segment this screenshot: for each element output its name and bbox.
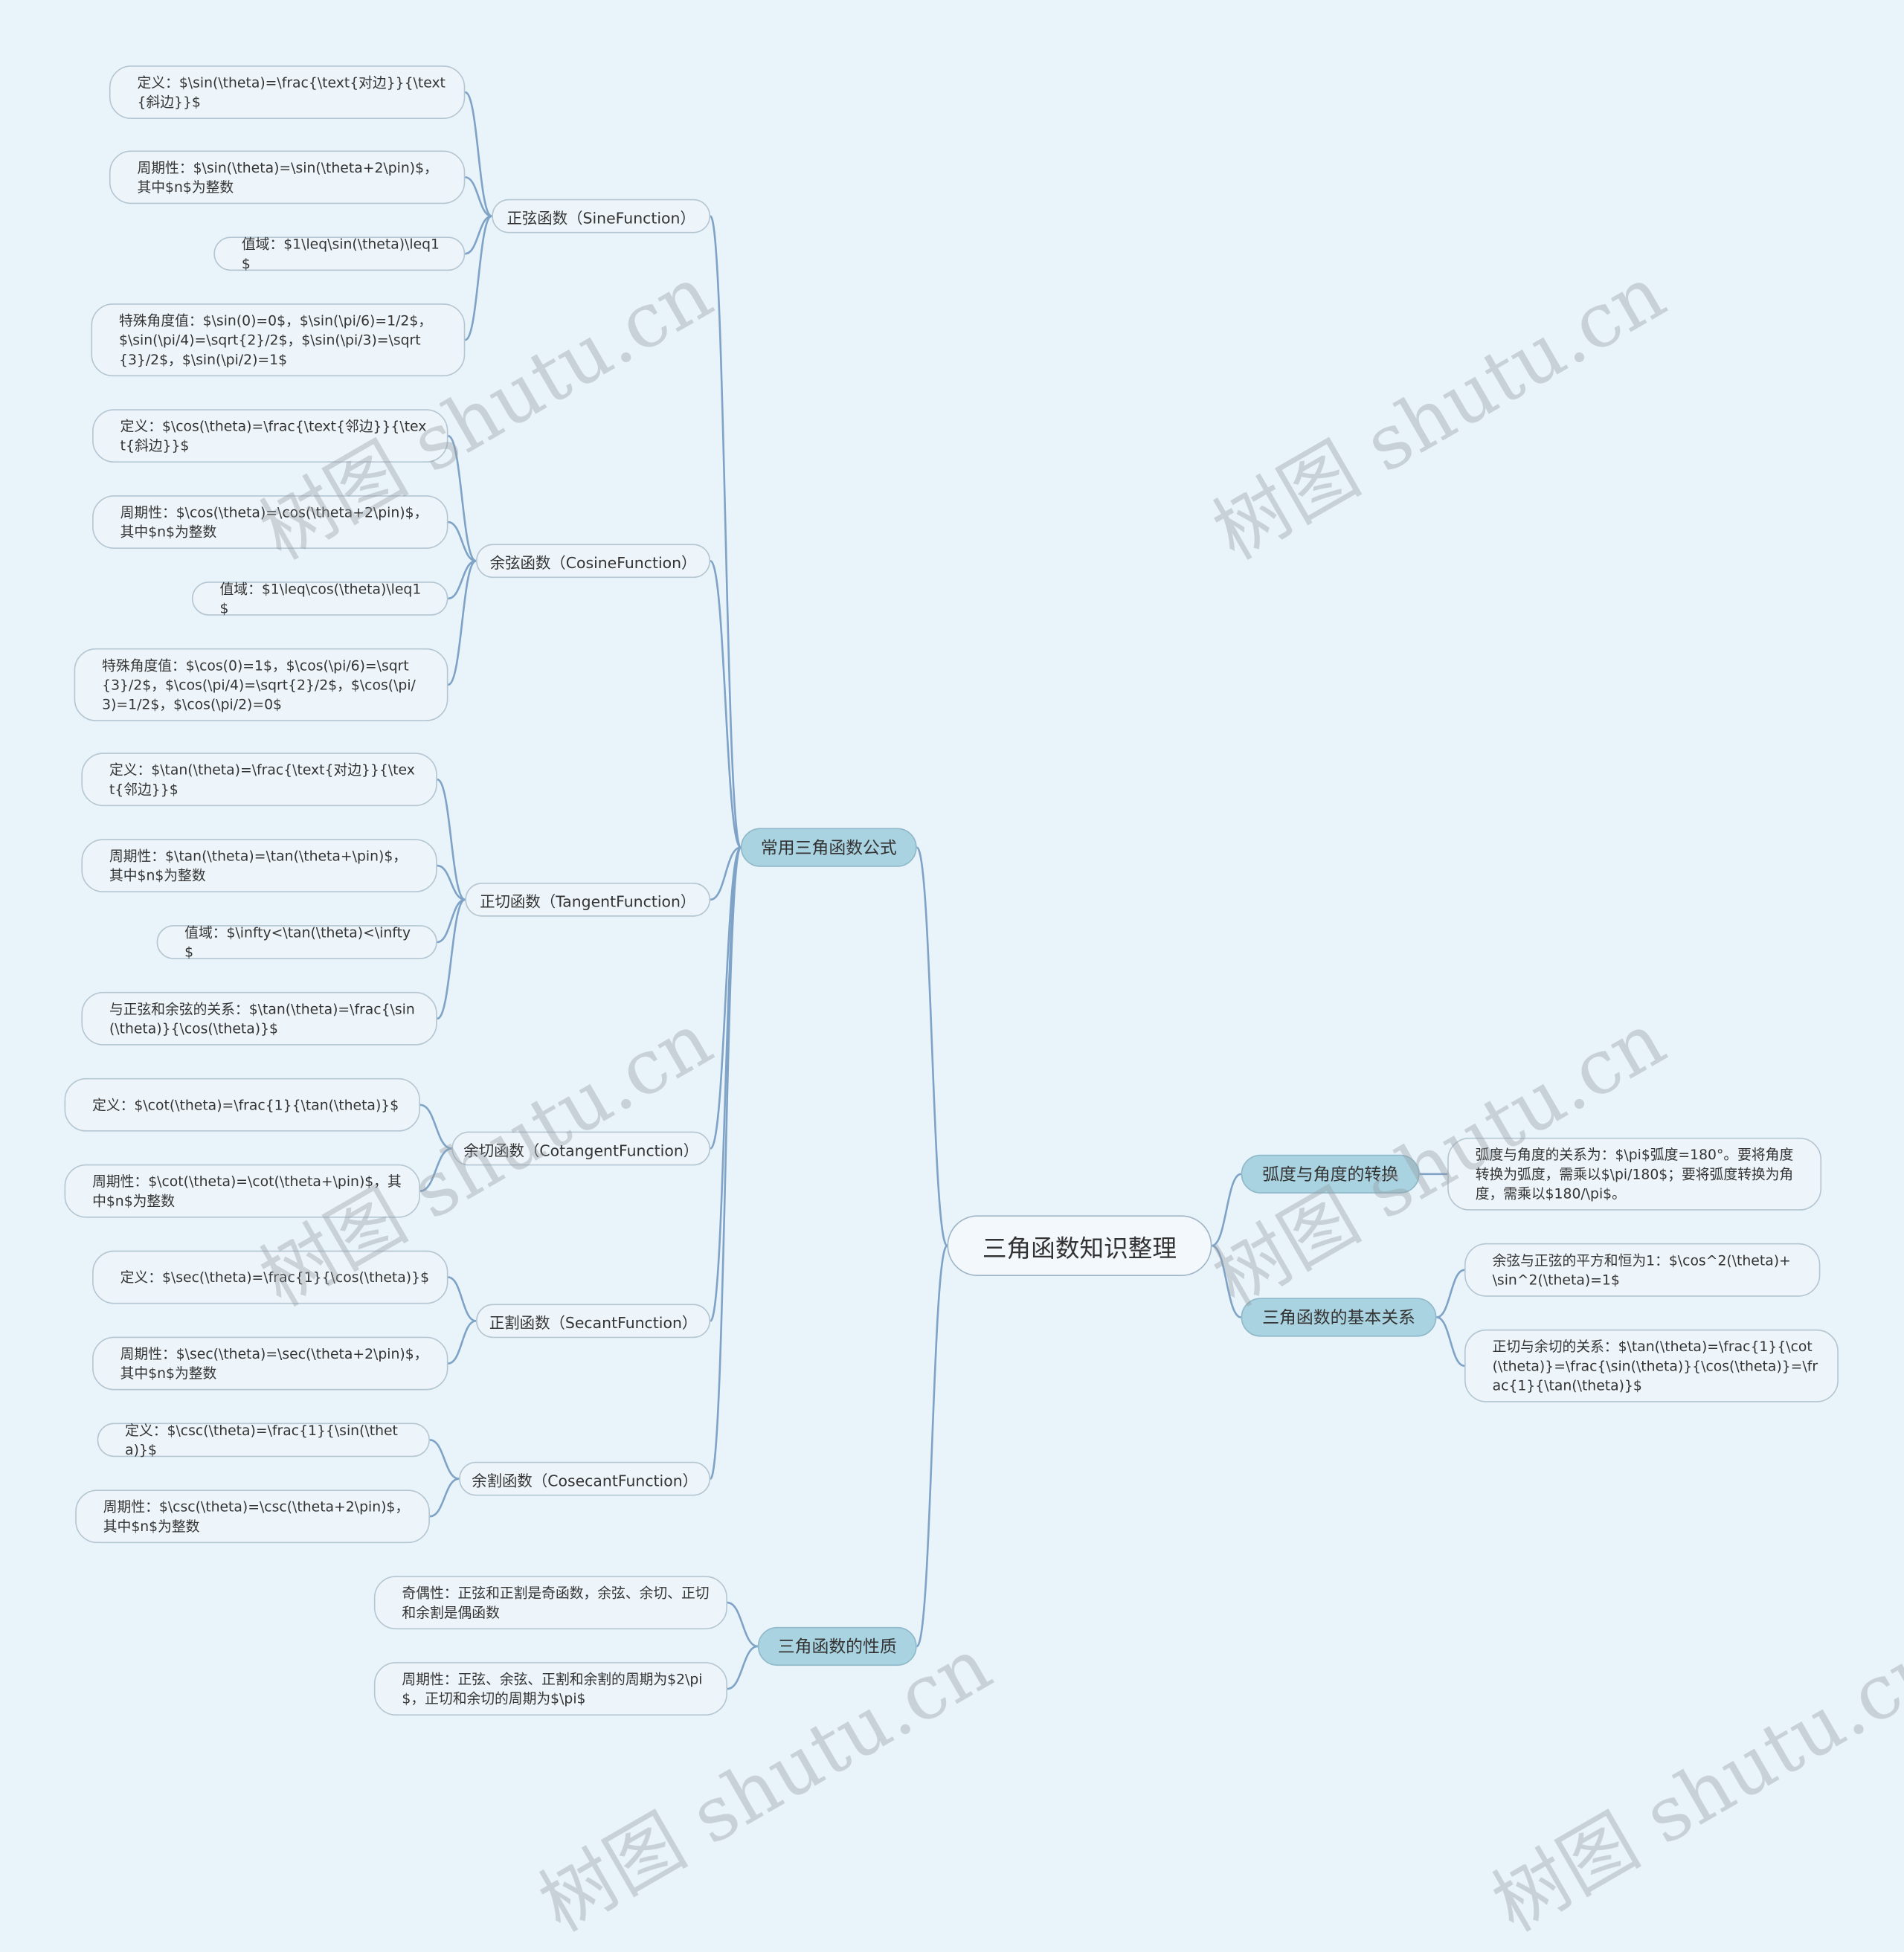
cosecant-period[interactable]: 周期性：$\csc(\theta)=\csc(\theta+2\pin)$，其中…	[75, 1489, 430, 1544]
connector-line	[1211, 1173, 1242, 1247]
connector-line	[465, 215, 492, 255]
cosecant-definition[interactable]: 定义：$\csc(\theta)=\frac{1}{\sin(\theta)}$	[97, 1422, 430, 1458]
cosecant-function-node[interactable]: 余割函数（CosecantFunction）	[459, 1461, 711, 1496]
connector-line	[437, 778, 466, 901]
connector-line	[437, 898, 466, 1020]
connector-line	[447, 434, 477, 562]
tangent-definition[interactable]: 定义：$\tan(\theta)=\frac{\text{对边}}{\text{…	[81, 753, 437, 807]
conversion-detail[interactable]: 弧度与角度的关系为：$\pi$弧度=180°。要将角度转换为弧度，需乘以$\pi…	[1447, 1137, 1822, 1211]
connector-line	[447, 560, 477, 686]
sine-definition[interactable]: 定义：$\sin(\theta)=\frac{\text{对边}}{\text{…	[109, 65, 466, 120]
parity-property[interactable]: 奇偶性：正弦和正割是奇函数，余弦、余切、正切和余割是偶函数	[373, 1576, 727, 1630]
tangent-period[interactable]: 周期性：$\tan(\theta)=\tan(\theta+\pin)$，其中$…	[81, 839, 437, 893]
cosine-range[interactable]: 值域：$1\leq\cos(\theta)\leq1$	[191, 580, 448, 616]
mind-map: 三角函数知识整理 常用三角函数公式 三角函数的性质 弧度与角度的转换 三角函数的…	[64, 65, 1904, 1949]
connector-line	[419, 1147, 452, 1192]
connector-lines	[419, 91, 1465, 1690]
connector-line	[448, 1276, 477, 1322]
root-node[interactable]: 三角函数知识整理	[947, 1215, 1212, 1276]
secant-period[interactable]: 周期性：$\sec(\theta)=\sec(\theta+2\pin)$，其中…	[92, 1336, 448, 1391]
secant-function-node[interactable]: 正割函数（SecantFunction）	[476, 1304, 711, 1339]
sine-special-values[interactable]: 特殊角度值：$\sin(0)=0$，$\sin(\pi/6)=1/2$，$\si…	[91, 303, 466, 377]
connector-line	[437, 864, 466, 901]
tangent-relation[interactable]: 与正弦和余弦的关系：$\tan(\theta)=\frac{\sin(\thet…	[81, 991, 437, 1046]
cotangent-period[interactable]: 周期性：$\cot(\theta)=\cot(\theta+\pin)$，其中$…	[64, 1164, 420, 1218]
connector-line	[709, 846, 742, 1322]
connector-line	[464, 176, 492, 217]
connector-line	[448, 521, 477, 562]
connector-line	[916, 1244, 948, 1648]
cotangent-definition[interactable]: 定义：$\cot(\theta)=\frac{1}{\tan(\theta)}$	[64, 1078, 420, 1132]
connector-line	[429, 1439, 460, 1480]
connector-line	[1436, 1316, 1465, 1368]
sine-function-node[interactable]: 正弦函数（SineFunction）	[492, 199, 711, 233]
cotangent-function-node[interactable]: 余切函数（CotangentFunction）	[451, 1131, 711, 1166]
branch-conversion[interactable]: 弧度与角度的转换	[1241, 1154, 1420, 1194]
cosine-special-values[interactable]: 特殊角度值：$\cos(0)=1$，$\cos(\pi/6)=\sqrt{3}/…	[74, 648, 448, 721]
connector-line	[448, 560, 477, 600]
connector-line	[464, 91, 492, 217]
connector-line	[710, 846, 742, 901]
connector-line	[727, 1645, 759, 1690]
connector-line	[916, 846, 948, 1247]
sine-period[interactable]: 周期性：$\sin(\theta)=\sin(\theta+2\pin)$，其中…	[109, 150, 466, 204]
connector-line	[429, 1478, 460, 1518]
tangent-function-node[interactable]: 正切函数（TangentFunction）	[465, 882, 711, 917]
connector-line	[709, 846, 742, 1150]
connector-line	[1211, 1244, 1242, 1318]
connector-line	[709, 215, 742, 848]
secant-definition[interactable]: 定义：$\sec(\theta)=\frac{1}{\cos(\theta)}$	[92, 1250, 448, 1304]
sine-range[interactable]: 值域：$1\leq\sin(\theta)\leq1$	[213, 236, 466, 272]
connector-line	[709, 560, 742, 848]
connector-line	[437, 898, 466, 944]
connector-line	[464, 215, 492, 341]
periodicity-property[interactable]: 周期性：正弦、余弦、正割和余割的周期为$2\pi$，正切和余切的周期为$\pi$	[373, 1662, 727, 1716]
tangent-range[interactable]: 值域：$\infty<\tan(\theta)<\infty$	[156, 924, 437, 960]
connector-line	[448, 1320, 477, 1365]
branch-properties[interactable]: 三角函数的性质	[757, 1626, 917, 1666]
connector-line	[419, 1104, 452, 1150]
connector-line	[727, 1601, 759, 1648]
pythagorean-identity[interactable]: 余弦与正弦的平方和恒为1：$\cos^2(\theta)+\sin^2(\the…	[1464, 1243, 1821, 1297]
cosine-period[interactable]: 周期性：$\cos(\theta)=\cos(\theta+2\pin)$，其中…	[92, 495, 448, 549]
branch-formulas[interactable]: 常用三角函数公式	[740, 828, 917, 867]
tan-cot-relation[interactable]: 正切与余切的关系：$\tan(\theta)=\frac{1}{\cot(\th…	[1464, 1329, 1839, 1402]
branch-relations[interactable]: 三角函数的基本关系	[1241, 1298, 1437, 1337]
connector-line	[1436, 1269, 1465, 1318]
cosine-definition[interactable]: 定义：$\cos(\theta)=\frac{\text{邻边}}{\text{…	[92, 409, 448, 463]
connector-line	[709, 846, 742, 1480]
cosine-function-node[interactable]: 余弦函数（CosineFunction）	[476, 544, 711, 579]
